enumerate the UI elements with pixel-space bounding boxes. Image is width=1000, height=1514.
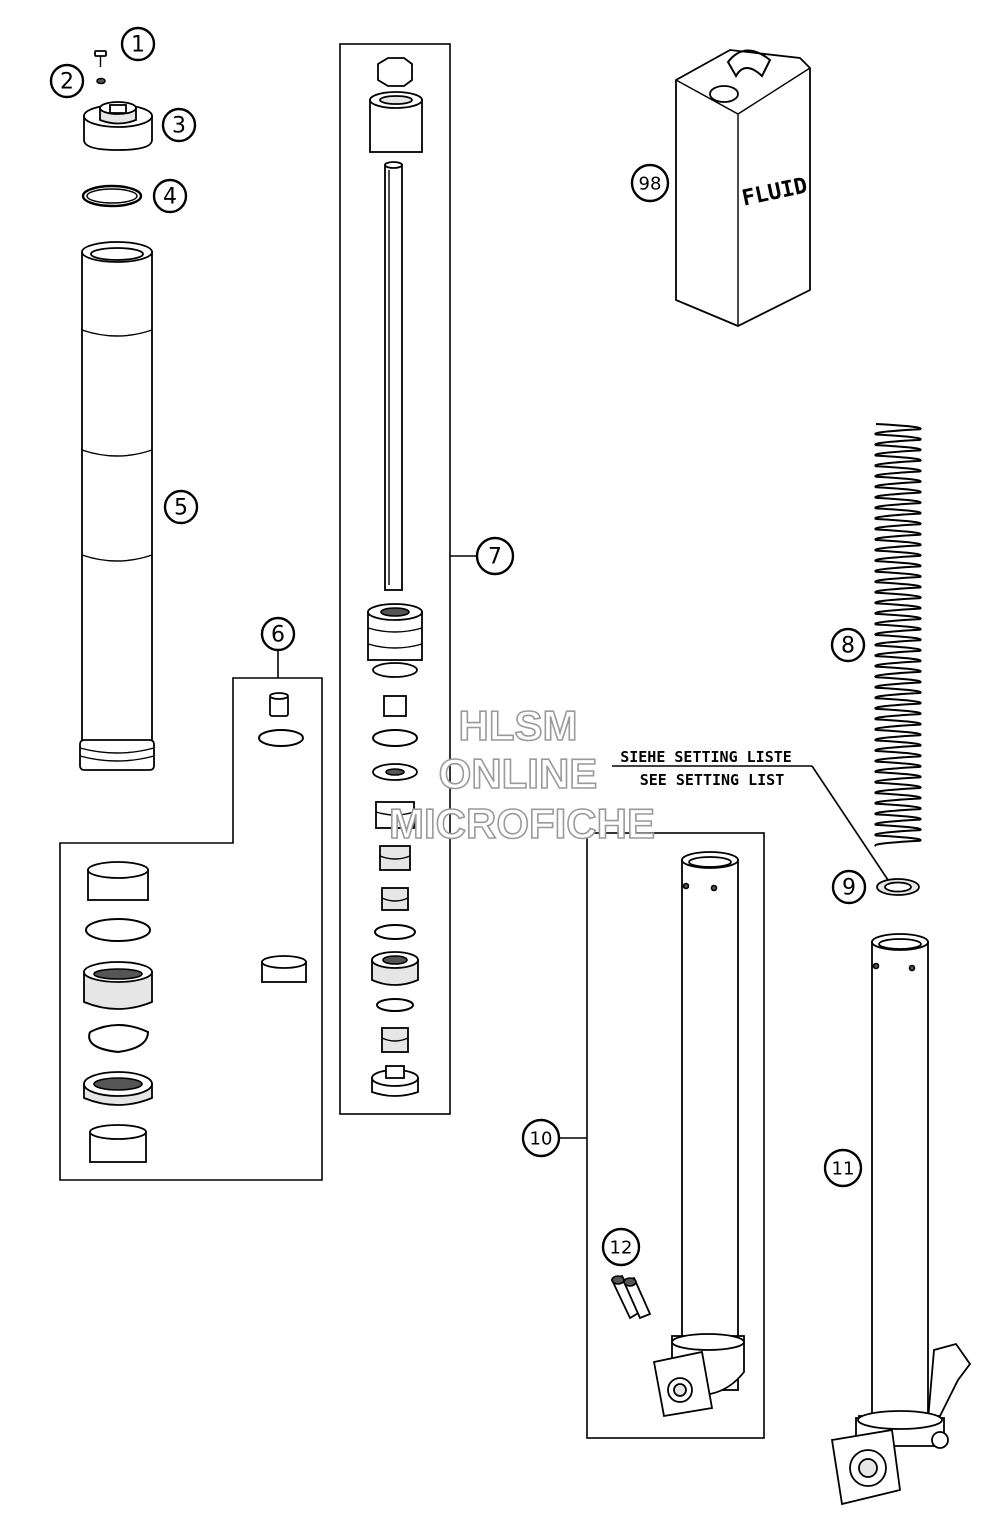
- part-small-washer: [96, 77, 106, 85]
- svg-text:12: 12: [610, 1238, 633, 1259]
- setting-note-de: SIEHE SETTING LISTE: [620, 748, 792, 766]
- leader-9: [811, 765, 889, 881]
- svg-text:98: 98: [639, 174, 662, 195]
- svg-text:11: 11: [832, 1159, 855, 1180]
- watermark: HLSM ONLINE MICROFICHE: [388, 701, 656, 848]
- svg-text:MICROFICHE: MICROFICHE: [389, 800, 655, 847]
- part-spring-washer: [876, 878, 920, 896]
- callout-2[interactable]: 2: [49, 63, 85, 99]
- part-o-ring: [81, 184, 143, 208]
- part-fluid-can: FLUID: [675, 49, 811, 327]
- part-screw-cap: [83, 101, 153, 151]
- part-outer-tube: [652, 851, 745, 1418]
- part-outer-tube-complete: [830, 933, 972, 1506]
- svg-text:1: 1: [131, 33, 145, 58]
- frame-outer-tube: [586, 832, 765, 1439]
- callout-11[interactable]: 11: [823, 1148, 863, 1188]
- svg-text:ONLINE: ONLINE: [439, 750, 598, 797]
- callout-7[interactable]: 7: [475, 536, 515, 576]
- callout-5[interactable]: 5: [163, 489, 199, 525]
- svg-text:6: 6: [271, 623, 285, 648]
- svg-text:2: 2: [60, 70, 74, 95]
- frame-seal-kit: [59, 677, 323, 1181]
- svg-text:4: 4: [163, 185, 177, 210]
- svg-text:HLSM: HLSM: [459, 702, 578, 749]
- part-screw: [94, 50, 107, 67]
- svg-text:7: 7: [488, 545, 502, 570]
- callout-98[interactable]: 98: [630, 163, 670, 203]
- callout-8[interactable]: 8: [830, 627, 866, 663]
- callout-12[interactable]: 12: [601, 1227, 641, 1267]
- callout-1[interactable]: 1: [120, 26, 156, 62]
- part-fork-spring: [874, 423, 922, 847]
- part-fork-tube: [79, 241, 155, 771]
- callout-4[interactable]: 4: [152, 178, 188, 214]
- part-clamp-bolts: [610, 1274, 652, 1320]
- callout-3[interactable]: 3: [161, 107, 197, 143]
- svg-text:5: 5: [174, 496, 188, 521]
- callout-10[interactable]: 10: [521, 1118, 561, 1158]
- callout-9[interactable]: 9: [831, 869, 867, 905]
- svg-text:8: 8: [841, 634, 855, 659]
- svg-text:9: 9: [842, 876, 856, 901]
- svg-text:3: 3: [172, 114, 186, 139]
- frame-damper-cartridge: [339, 43, 451, 1115]
- svg-text:10: 10: [530, 1129, 553, 1150]
- part-seal-kit: [83, 692, 307, 1163]
- setting-note-en: SEE SETTING LIST: [640, 771, 785, 789]
- callout-6[interactable]: 6: [260, 616, 296, 678]
- part-damper-cartridge: [367, 57, 423, 1097]
